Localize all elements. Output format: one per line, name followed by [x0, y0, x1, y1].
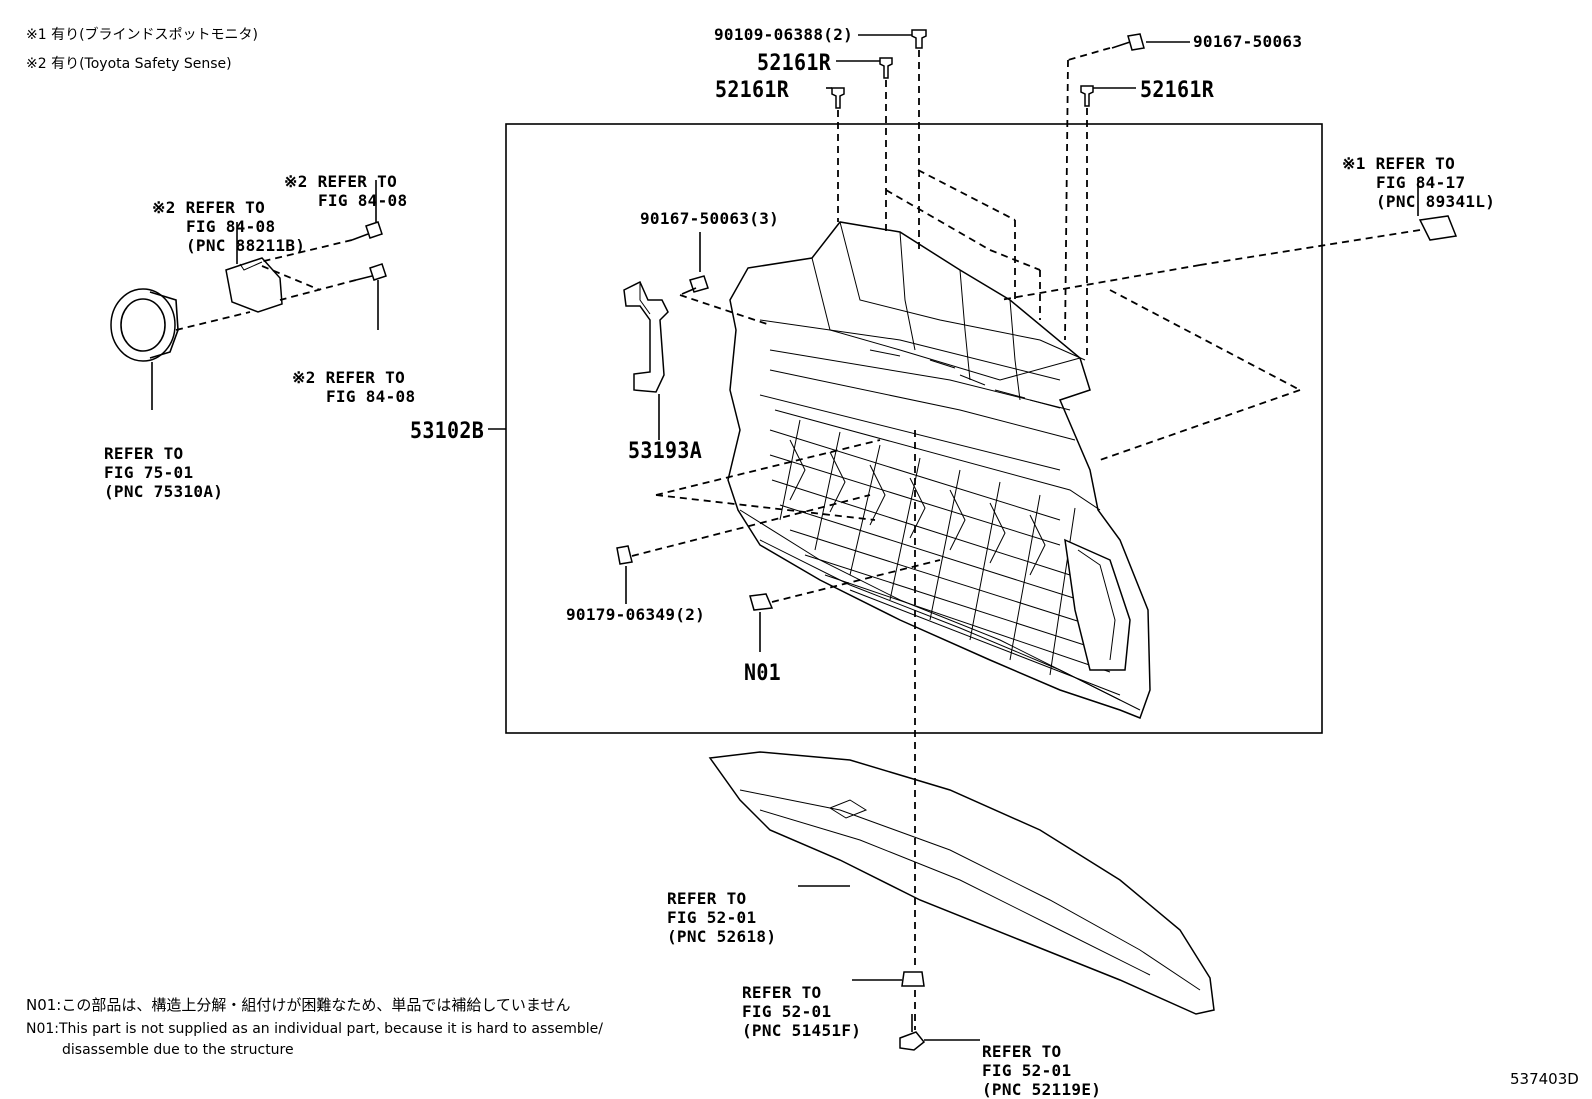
bsm-bracket [1418, 215, 1458, 241]
engine-under-cover [708, 751, 1215, 1015]
legend-note-2: ※2 有り(Toyota Safety Sense) [26, 56, 232, 72]
fog-lamp-bezel [110, 288, 179, 362]
part-number-90179-06349[interactable]: 90179-06349(2) [566, 605, 706, 624]
front-radar-sensor [225, 257, 283, 313]
part-number-n01[interactable]: N01 [744, 658, 782, 686]
assembly-dashed-lines [175, 47, 1421, 1030]
part-number-53102b[interactable]: 53102B [410, 416, 485, 444]
grille-mesh [769, 419, 1121, 696]
part-number-90167-50063-top[interactable]: 90167-50063 [1193, 32, 1303, 51]
part-number-52161r-right[interactable]: 52161R [1140, 75, 1215, 103]
part-number-52161r-top[interactable]: 52161R [757, 48, 832, 76]
part-number-53193a[interactable]: 53193A [628, 436, 703, 464]
radiator-grille-assembly [727, 221, 1151, 719]
part-number-52161r-left[interactable]: 52161R [715, 75, 790, 103]
footnote-n01-english-line1: N01:This part is not supplied as an indi… [26, 1021, 603, 1037]
fasteners [616, 29, 1145, 1051]
bracket-53193a [623, 280, 669, 393]
sensor-bolts [351, 221, 387, 281]
leader-lines [151, 34, 1419, 1041]
part-number-90109-06388[interactable]: 90109-06388(2) [714, 25, 854, 44]
footnote-n01-japanese: N01:この部品は、構造上分解・組付けが困難なため、単品では補給していません [26, 996, 571, 1014]
footnote-n01-english-line2: disassemble due to the structure [62, 1042, 294, 1058]
figure-code: 537403D [1510, 1070, 1579, 1088]
legend-note-1: ※1 有り(ブラインドスポットモニタ) [26, 27, 259, 43]
part-number-90167-50063-3[interactable]: 90167-50063(3) [640, 209, 780, 228]
